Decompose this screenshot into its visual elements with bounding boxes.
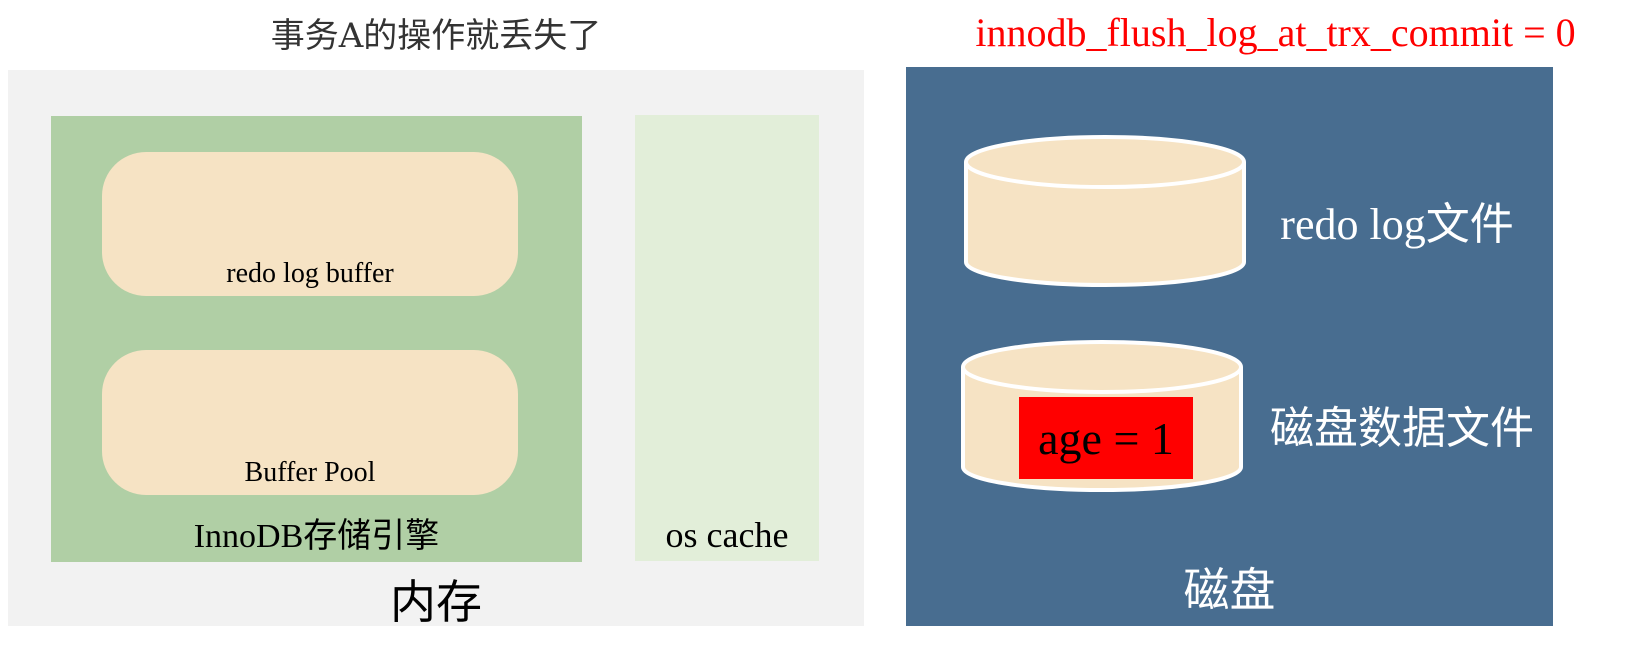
- data-value-highlight: age = 1: [1019, 397, 1193, 479]
- disk-label: 磁盘: [1183, 563, 1276, 617]
- innodb-engine-label: InnoDB存储引擎: [193, 517, 440, 555]
- redo-log-buffer-label: redo log buffer: [226, 258, 394, 289]
- buffer-pool-label: Buffer Pool: [244, 457, 376, 488]
- redo-log-file-cylinder-icon: [964, 135, 1246, 287]
- memory-label: 内存: [390, 575, 482, 629]
- os-cache-box: [635, 115, 819, 561]
- redo-log-file-label: redo log文件: [1280, 200, 1514, 249]
- buffer-pool: Buffer Pool: [102, 350, 518, 495]
- config-title: innodb_flush_log_at_trx_commit = 0: [975, 9, 1576, 55]
- redo-log-buffer: redo log buffer: [102, 152, 518, 296]
- lost-transaction-caption: 事务A的操作就丢失了: [270, 15, 602, 56]
- os-cache-label: os cache: [665, 515, 789, 555]
- disk-data-file-label: 磁盘数据文件: [1270, 403, 1534, 454]
